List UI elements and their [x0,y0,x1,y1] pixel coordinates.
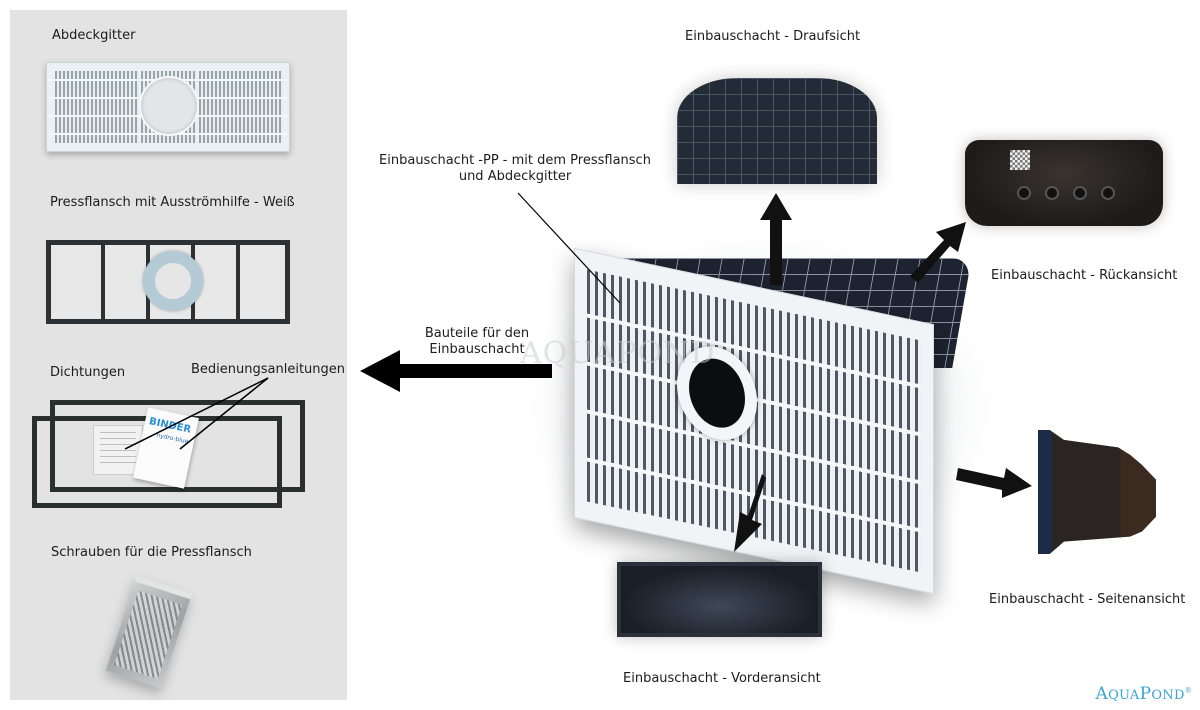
logo-part: OND [1151,688,1185,703]
label-parts-arrow-line2: Einbauschacht [429,342,525,357]
label-bedienungsanleitungen: Bedienungsanleitungen [191,362,346,377]
leader-line-manual-1 [124,377,269,450]
arrow-to-top-view-icon [760,193,792,285]
arrow-to-side-view-icon [956,468,1032,498]
leader-line-manual-2 [179,377,269,450]
logo-part: QUA [1108,688,1140,703]
label-schrauben: Schrauben für die Pressflansch [51,545,252,560]
logo-part: P [1139,684,1152,704]
label-product-line2: und Abdeckgitter [458,169,572,184]
label-back-view: Einbauschacht - Rückansicht [991,268,1178,283]
label-front-view: Einbauschacht - Vorderansicht [623,671,821,686]
cover-grille-photo [46,62,290,152]
label-parts-arrow-line1: Bauteile für den [424,326,530,341]
back-view-photo [965,140,1163,226]
label-parts-arrow: Bauteile für den Einbauschacht [412,326,542,358]
qr-code-icon [1010,150,1030,170]
arrow-to-parts-icon [360,350,552,392]
top-view-photo [677,78,877,184]
aquapond-logo: AQUAPOND® [1095,684,1192,704]
arrow-to-front-view-icon [734,474,766,552]
label-product-line1: Einbauschacht -PP - mit dem Pressflansch [379,153,651,168]
watermark: AQUAPOND [520,336,716,371]
front-view-photo [617,562,822,637]
label-top-view: Einbauschacht - Draufsicht [685,29,861,44]
label-product: Einbauschacht -PP - mit dem Pressflansch… [370,153,660,185]
label-dichtungen: Dichtungen [50,365,126,380]
label-pressflansch: Pressflansch mit Ausströmhilfe - Weiß [50,195,295,210]
arrow-to-back-view-icon [910,222,966,283]
grille-port-opening [139,76,199,136]
label-side-view: Einbauschacht - Seitenansicht [989,592,1186,607]
logo-part: A [1095,684,1109,704]
press-flange-photo [46,240,290,324]
registered-mark: ® [1184,686,1192,695]
gasket-photo [50,400,305,492]
leader-line-product [517,192,621,304]
label-abdeckgitter: Abdeckgitter [52,28,136,43]
